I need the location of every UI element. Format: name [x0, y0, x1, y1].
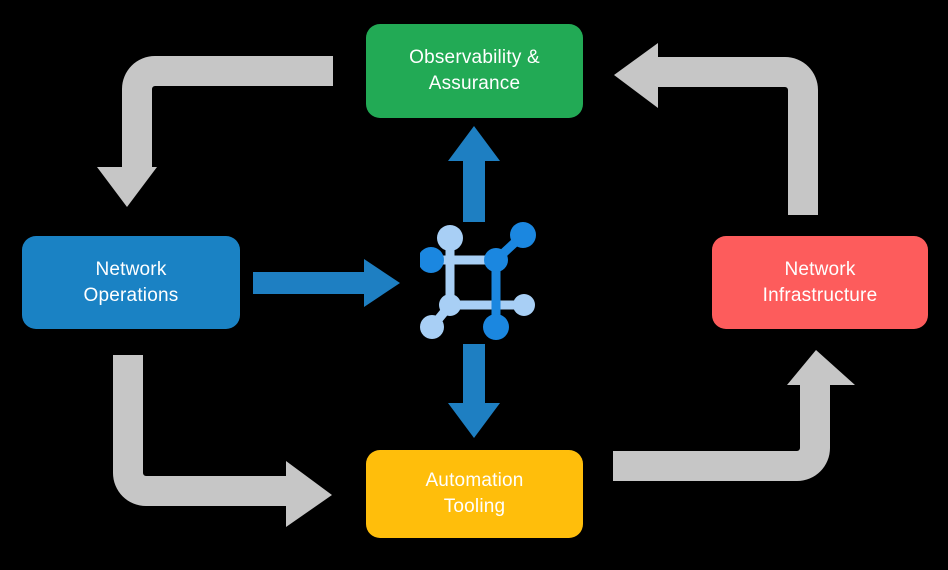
hub-arrow-down	[448, 344, 500, 438]
node-box-automation-tooling[interactable]: Automation Tooling	[366, 450, 583, 538]
node-box-observability[interactable]: Observability & Assurance	[366, 24, 583, 118]
node-box-network-infrastructure[interactable]: Network Infrastructure	[712, 236, 928, 329]
hub-arrow-right	[253, 259, 400, 307]
network-mesh-icon	[420, 222, 536, 340]
node-box-network-operations[interactable]: Network Operations	[22, 236, 240, 329]
cycle-arrow-automation-to-infrastructure	[613, 350, 855, 481]
cycle-arrow-infrastructure-to-observability	[614, 43, 818, 215]
cycle-arrow-observability-to-operations	[97, 56, 333, 207]
cycle-arrow-operations-to-automation	[113, 355, 332, 527]
hub-arrow-up	[448, 126, 500, 222]
